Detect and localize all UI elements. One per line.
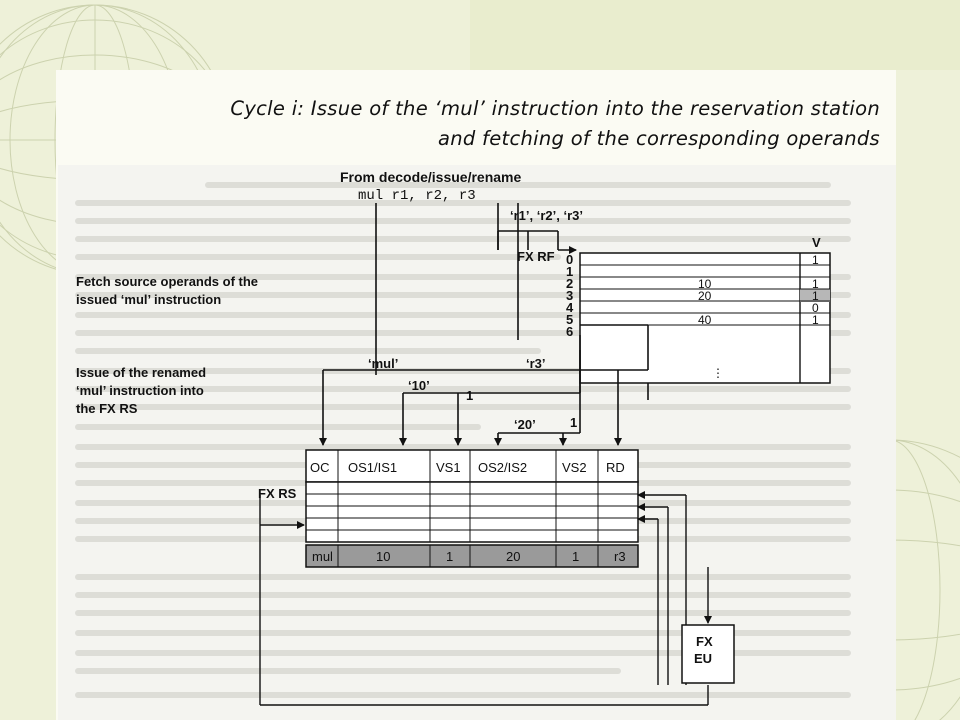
- rs-header-os1: OS1/IS1: [348, 460, 397, 475]
- regfile-valid-5: 1: [812, 313, 819, 327]
- title-line-2: and fetching of the corresponding operan…: [437, 127, 880, 150]
- regfile-index-4: 4: [566, 300, 574, 315]
- from-decode-label: From decode/issue/rename: [340, 169, 522, 185]
- eu-label-line-1: FX: [696, 634, 713, 649]
- rs-label: FX RS: [258, 486, 297, 501]
- fetch-note-line-1: Fetch source operands of the: [76, 274, 258, 289]
- forwarding-wires: [259, 491, 712, 706]
- rs-entry-vs1: 1: [446, 549, 453, 564]
- regfile-index-6: 6: [566, 324, 573, 339]
- fetch-note-line-2: issued ‘mul’ instruction: [76, 292, 221, 307]
- regfile-index-5: 5: [566, 312, 573, 327]
- rs-entry-os1: 10: [376, 549, 390, 564]
- rs-entry-rd: r3: [614, 549, 626, 564]
- instruction-text: mul r1, r2, r3: [358, 188, 476, 204]
- rs-header-oc: OC: [310, 460, 330, 475]
- regfile-valid-2: 1: [812, 277, 819, 291]
- wire-label-20: ‘20’: [514, 417, 536, 432]
- regfile-index-2: 2: [566, 276, 573, 291]
- rs-header-rd: RD: [606, 460, 625, 475]
- rs-entries: [305, 481, 639, 568]
- wire-label-1a: 1: [466, 388, 473, 403]
- regfile-index-3: 3: [566, 288, 573, 303]
- regfile-valid-4: 0: [812, 301, 819, 315]
- fx-eu-box: [681, 624, 735, 684]
- rs-header-vs1: VS1: [436, 460, 461, 475]
- issue-note-line-1: Issue of the renamed: [76, 365, 206, 380]
- regfile-index-0: 0: [566, 252, 573, 267]
- rs-header-row: [305, 449, 639, 483]
- rs-header-vs2: VS2: [562, 460, 587, 475]
- regfile-value-3: 20: [698, 289, 712, 303]
- scanned-figure: From decode/issue/rename mul r1, r2, r3 …: [58, 165, 896, 720]
- rs-entry-os2: 20: [506, 549, 520, 564]
- title-line-1: Cycle i: Issue of the ‘mul’ instruction …: [230, 97, 880, 120]
- rs-entry-vs2: 1: [572, 549, 579, 564]
- eu-label-line-2: EU: [694, 651, 712, 666]
- decode-wires: [375, 203, 577, 370]
- regfile-v-header: V: [812, 235, 821, 250]
- regfile-label: FX RF: [517, 249, 555, 264]
- regfile-value-2: 10: [698, 277, 712, 291]
- wire-label-mul: ‘mul’: [368, 356, 398, 371]
- regfile-valid-3: 1: [812, 289, 819, 303]
- rs-entry-row: mul 10 1 20 1 r3: [312, 549, 626, 564]
- rs-entry-oc: mul: [312, 549, 333, 564]
- operand-wires: [319, 324, 649, 446]
- wire-label-1b: 1: [570, 415, 577, 430]
- wire-label-10: ‘10’: [408, 378, 430, 393]
- regfile-index-1: 1: [566, 264, 573, 279]
- wire-label-r3: ‘r3’: [526, 356, 546, 371]
- regfile-dots: ⋮: [712, 366, 724, 380]
- issue-note-line-2: ‘mul’ instruction into: [76, 383, 204, 398]
- register-names-label: ‘r1’, ‘r2’, ‘r3’: [510, 208, 583, 223]
- regfile-value-5: 40: [698, 313, 712, 327]
- issue-note-line-3: the FX RS: [76, 401, 138, 416]
- regfile-valid-0: 1: [812, 253, 819, 267]
- rs-header-os2: OS2/IS2: [478, 460, 527, 475]
- regfile-grid: [579, 252, 831, 384]
- slide-title: Cycle i: Issue of the ‘mul’ instruction …: [60, 94, 880, 154]
